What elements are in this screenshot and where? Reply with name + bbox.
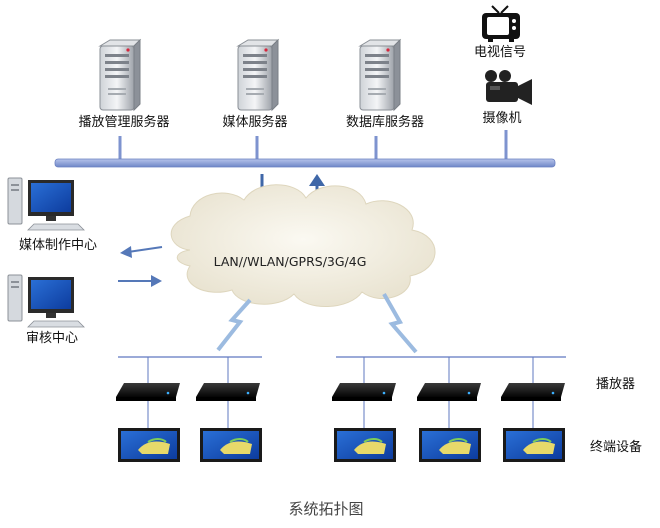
player-bus-right (336, 356, 566, 383)
pc-icon-review (7, 274, 85, 328)
tv-icon (482, 5, 520, 42)
wireless-link-left (216, 298, 252, 352)
arrow-from-review (118, 275, 162, 287)
display-screen (118, 428, 180, 462)
player-box (196, 383, 260, 401)
player-box (116, 383, 180, 401)
terminals-label: 终端设备 (590, 439, 642, 455)
network-label: LAN//WLAN/GPRS/3G/4G (214, 254, 367, 269)
media-production-label: 媒体制作中心 (19, 238, 97, 253)
server-media (236, 38, 280, 112)
pc-icon-media-production (7, 177, 85, 231)
arrow-to-media-production (120, 246, 163, 258)
server-label-media: 媒体服务器 (222, 114, 287, 130)
player-box (417, 383, 481, 401)
server-database (358, 38, 402, 112)
server-playback-management (98, 38, 142, 112)
server-label-database: 数据库服务器 (346, 114, 424, 130)
server-label-playback: 播放管理服务器 (78, 114, 169, 130)
server-bus (54, 130, 556, 168)
camera-label: 摄像机 (482, 111, 521, 126)
player-bus-left (118, 356, 262, 383)
display-screen (419, 428, 481, 462)
wireless-link-right (382, 293, 418, 354)
diagram-caption: 系统拓扑图 (288, 500, 363, 518)
display-screen (200, 428, 262, 462)
network-cloud (170, 184, 436, 307)
review-center-label: 审核中心 (26, 331, 78, 346)
screen-connectors (147, 401, 534, 428)
display-screen (334, 428, 396, 462)
player-box (501, 383, 565, 401)
display-screen (503, 428, 565, 462)
players-label: 播放器 (596, 377, 635, 392)
tv-signal-label: 电视信号 (474, 45, 526, 60)
video-camera-icon (485, 70, 532, 105)
player-box (332, 383, 396, 401)
